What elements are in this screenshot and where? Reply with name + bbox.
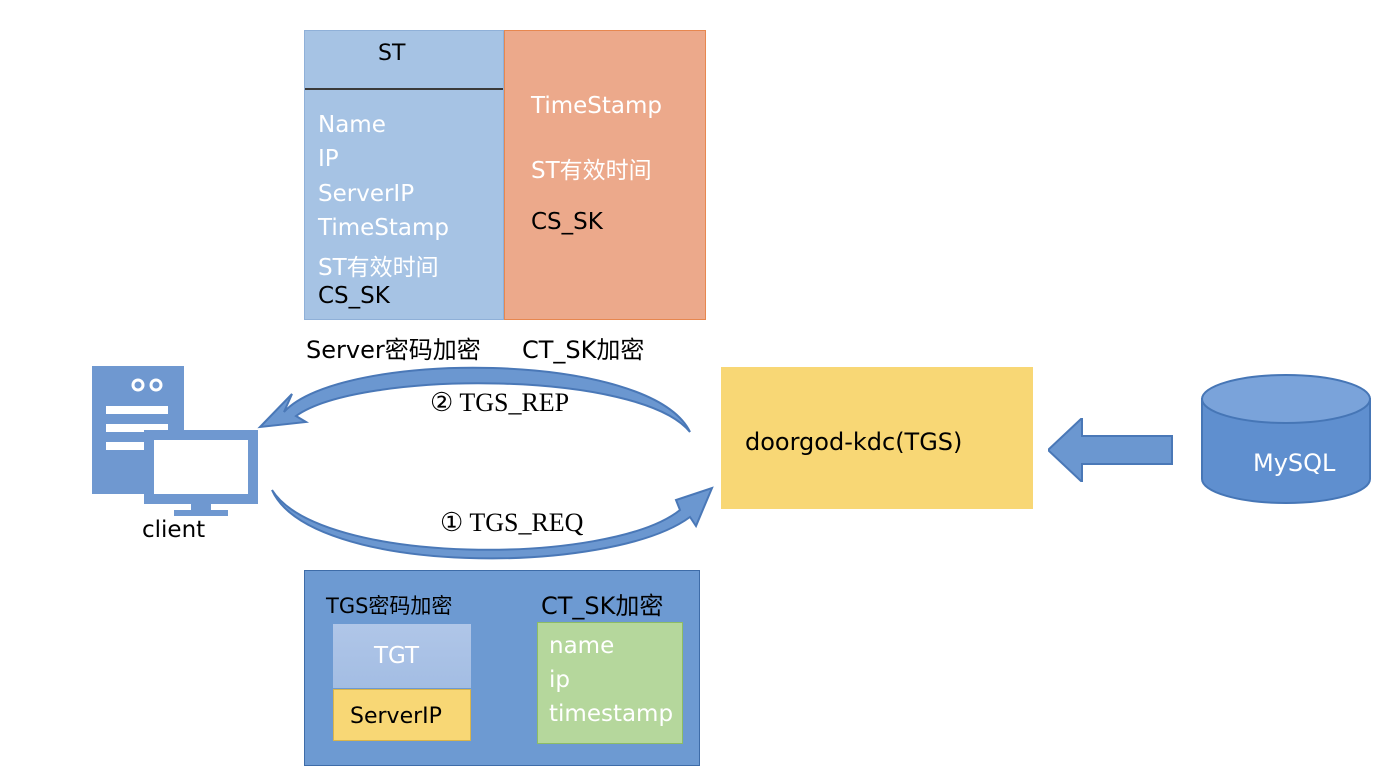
st-field-serverip: ServerIP xyxy=(318,181,415,207)
client-icon-group xyxy=(92,366,258,516)
monitor-icon xyxy=(144,430,258,516)
st-right-validity: ST有效时间 xyxy=(531,158,652,184)
database-icon xyxy=(1201,374,1371,504)
st-field-timestamp: TimeStamp xyxy=(318,215,450,241)
st-right-cssk: CS_SK xyxy=(531,209,603,235)
auth-field-name: name xyxy=(549,633,615,659)
st-title: ST xyxy=(378,41,406,66)
authenticator-box xyxy=(537,622,683,744)
st-ctsk-encrypted-panel xyxy=(504,30,706,320)
tgs-rep-label: ② TGS_REP xyxy=(430,388,570,417)
auth-field-ip: ip xyxy=(549,667,570,693)
flow-arrows xyxy=(257,366,714,560)
st-field-ip: IP xyxy=(318,146,339,172)
st-field-validity: ST有效时间 xyxy=(318,255,439,281)
st-field-name: Name xyxy=(318,112,386,138)
st-right-timestamp: TimeStamp xyxy=(531,93,663,119)
st-field-cssk: CS_SK xyxy=(318,283,390,309)
arrow-left-icon xyxy=(1048,418,1173,482)
tgt-label: TGT xyxy=(374,643,420,669)
tgs-rep-arrow xyxy=(257,366,691,433)
st-divider xyxy=(305,88,503,90)
server-encryption-caption: Server密码加密 xyxy=(306,336,481,364)
auth-field-timestamp: timestamp xyxy=(549,701,674,727)
kdc-node xyxy=(721,367,1033,509)
serverip-label: ServerIP xyxy=(350,704,442,729)
ctsk-encryption-caption-top: CT_SK加密 xyxy=(522,336,645,364)
st-server-encrypted-panel xyxy=(304,30,504,320)
client-label: client xyxy=(142,517,206,543)
tgs-req-arrow xyxy=(271,486,714,560)
tgs-req-label: ① TGS_REQ xyxy=(440,508,584,537)
ctsk-encryption-caption: CT_SK加密 xyxy=(541,592,664,620)
tgs-encryption-caption: TGS密码加密 xyxy=(326,594,453,618)
kdc-label: doorgod-kdc(TGS) xyxy=(745,428,963,456)
tgt-box xyxy=(333,624,471,688)
mysql-label: MySQL xyxy=(1253,449,1336,477)
serverip-box xyxy=(333,689,471,741)
